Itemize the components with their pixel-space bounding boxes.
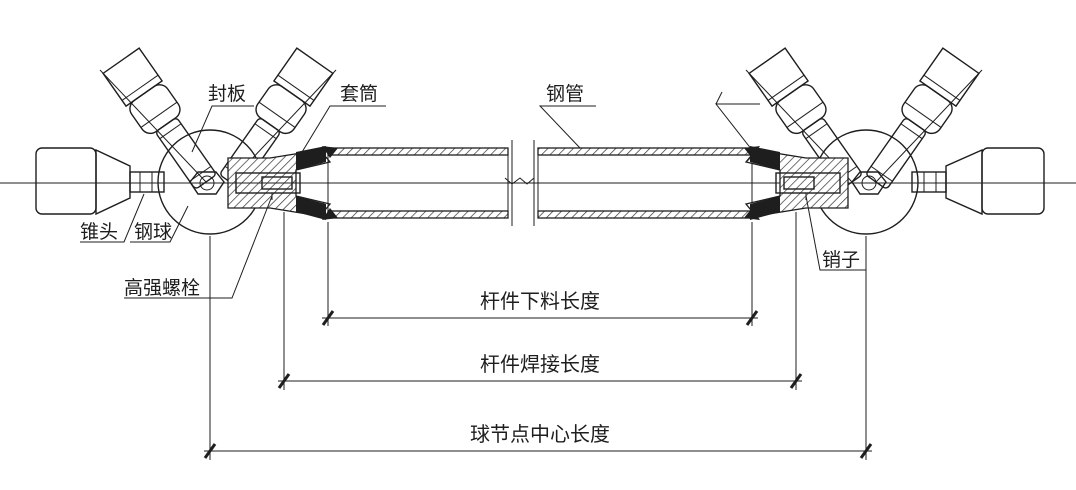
label-steel-ball: 钢球	[134, 221, 172, 243]
left-ball-node	[35, 47, 337, 235]
right-nut	[851, 171, 887, 195]
label-pin: 销子	[822, 249, 860, 271]
steel-pipe	[322, 140, 760, 226]
right-outer-pipe	[981, 147, 1045, 215]
right-cone-head	[945, 148, 983, 216]
left-outer-pipe	[35, 147, 97, 215]
label-sleeve: 套筒	[340, 83, 378, 105]
dimension-node-center-length	[203, 236, 873, 460]
left-nut	[189, 171, 225, 195]
dim-text-node-center-length: 球节点中心长度	[470, 422, 610, 446]
label-seal-plate: 封板	[208, 83, 246, 105]
dimension-weld-length	[277, 212, 803, 390]
left-cone-head	[95, 148, 131, 216]
label-steel-pipe: 钢管	[546, 83, 584, 105]
label-cone-head: 锥头	[80, 221, 118, 243]
left-axis-1	[99, 69, 207, 183]
dim-text-weld-length: 杆件焊接长度	[480, 352, 600, 376]
right-ball-node	[744, 47, 1045, 235]
dim-text-cut-length: 杆件下料长度	[480, 289, 600, 313]
leader-lines	[80, 91, 866, 299]
label-bolt: 高强螺栓	[124, 277, 200, 299]
dimension-cut-length	[321, 222, 759, 326]
